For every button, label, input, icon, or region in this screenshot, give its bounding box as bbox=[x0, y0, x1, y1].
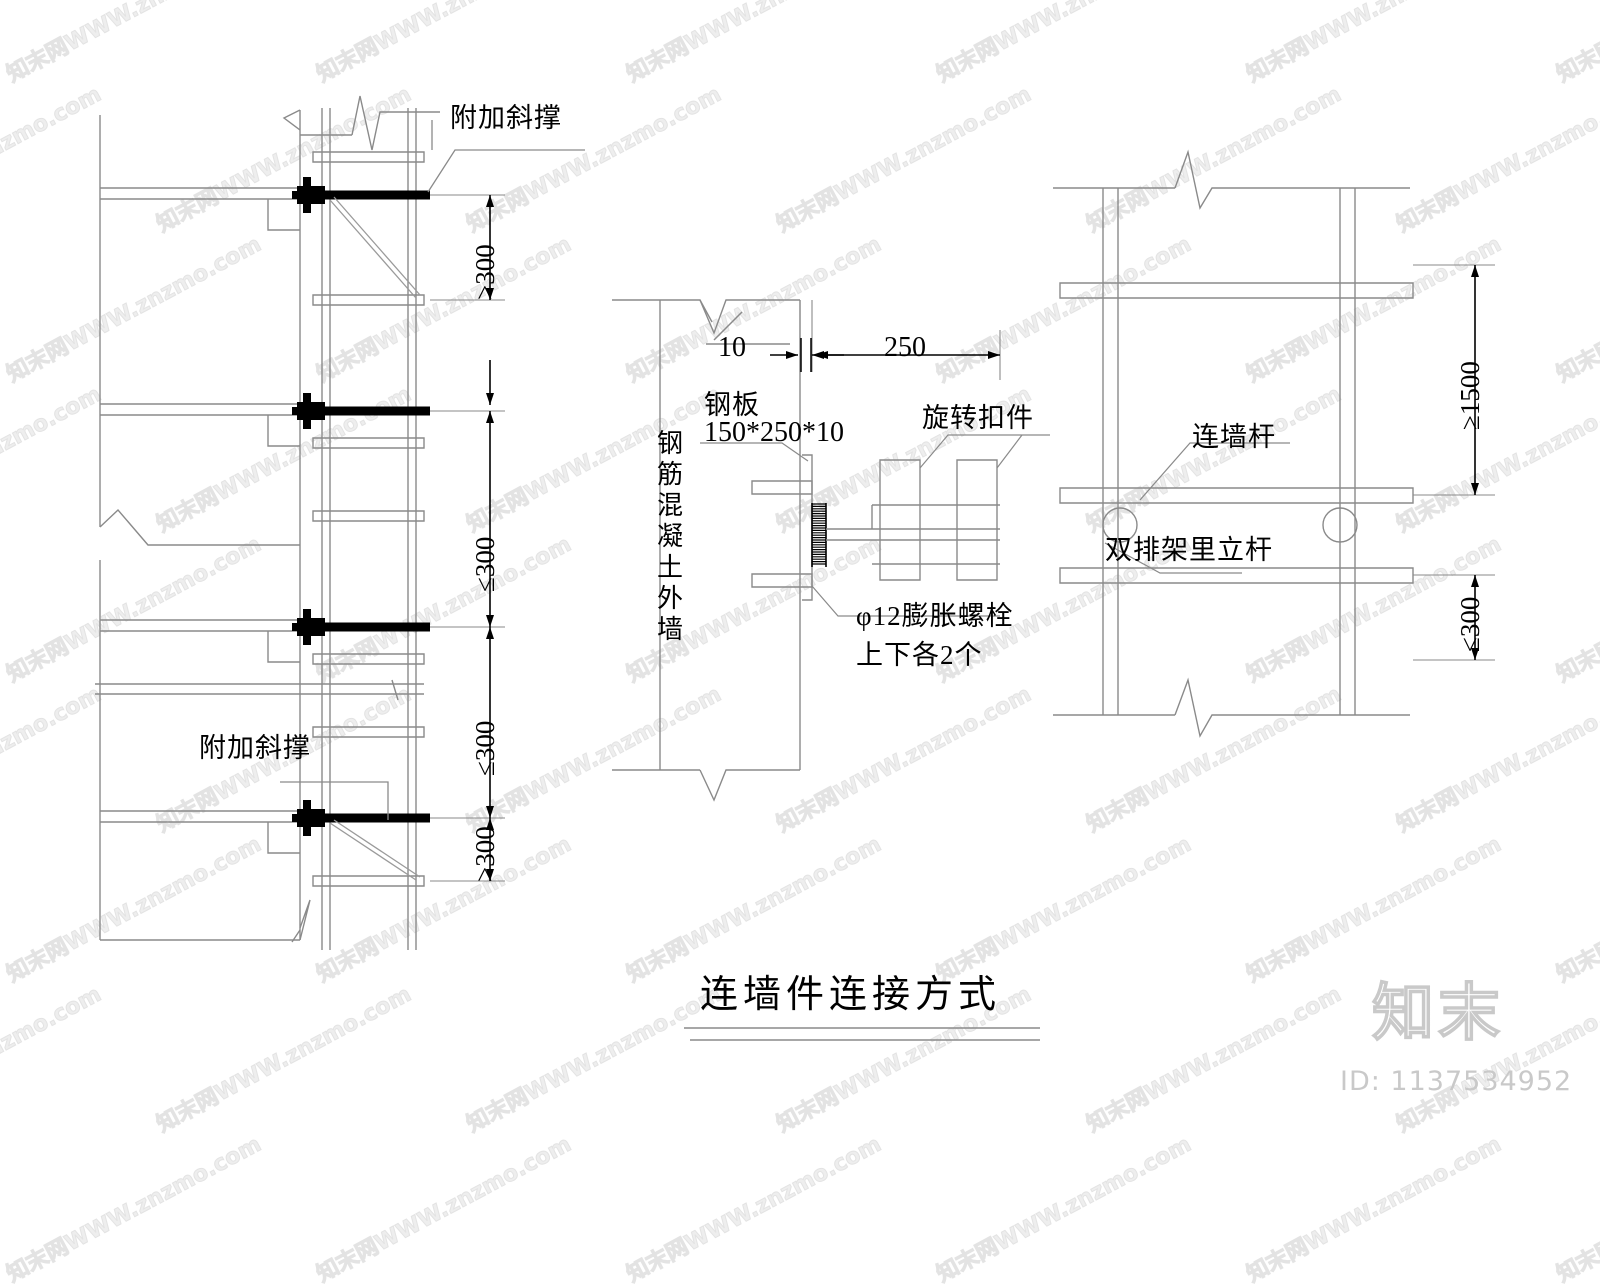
watermark-text: 知末网WWW.znzmo.com bbox=[2, 1131, 266, 1288]
steel-plate-label-line1: 钢板 bbox=[704, 390, 760, 420]
expansion-bolt-label-line1: φ12膨胀螺栓 bbox=[856, 601, 1014, 631]
watermark-logo: 知末 bbox=[1371, 975, 1505, 1050]
rotating-coupler-label: 旋转扣件 bbox=[922, 403, 1034, 433]
cad-linework bbox=[95, 95, 1495, 1041]
watermark-text: 知末网WWW.znzmo.com bbox=[932, 1131, 1196, 1288]
inner-upright-label: 双排架里立杆 bbox=[1105, 535, 1273, 565]
drawing-title: 连墙件连接方式 bbox=[700, 974, 1002, 1016]
dimension-le-300-upper: ≤300 bbox=[470, 536, 500, 592]
steel-plate-label-line2: 150*250*10 bbox=[704, 417, 844, 448]
watermark-text: 知末网WWW.znzmo.com bbox=[312, 1131, 576, 1288]
expansion-bolt-label-line2: 上下各2个 bbox=[856, 640, 983, 670]
dimension-le-300-lower: ≤300 bbox=[470, 720, 500, 776]
watermark-text: 知末网WWW.znzmo.com bbox=[1242, 1131, 1506, 1288]
dimension-ge-1500: ≥1500 bbox=[1455, 361, 1485, 430]
reinforced-concrete-wall-label: 钢筋混凝土外墙 bbox=[656, 429, 683, 644]
additional-diagonal-brace-label-bottom: 附加斜撑 bbox=[199, 733, 311, 763]
dimension-tie-length: 250 bbox=[884, 332, 926, 363]
watermark-id: ID: 1137534952 bbox=[1340, 1066, 1573, 1097]
watermark-text: 知末网WWW.znzmo.com bbox=[622, 1131, 886, 1288]
watermark-text: 知末网WWW.znzmo.com bbox=[1552, 1131, 1600, 1288]
dimension-plate-thickness: 10 bbox=[718, 332, 746, 363]
wall-tie-rod-label: 连墙杆 bbox=[1192, 422, 1276, 452]
dimension-gt-300-bottom: >300 bbox=[470, 826, 500, 882]
dimension-gt-300-top: >300 bbox=[470, 244, 500, 300]
dimension-le-300-right: ≤300 bbox=[1455, 596, 1485, 652]
additional-diagonal-brace-label-top: 附加斜撑 bbox=[450, 103, 562, 133]
